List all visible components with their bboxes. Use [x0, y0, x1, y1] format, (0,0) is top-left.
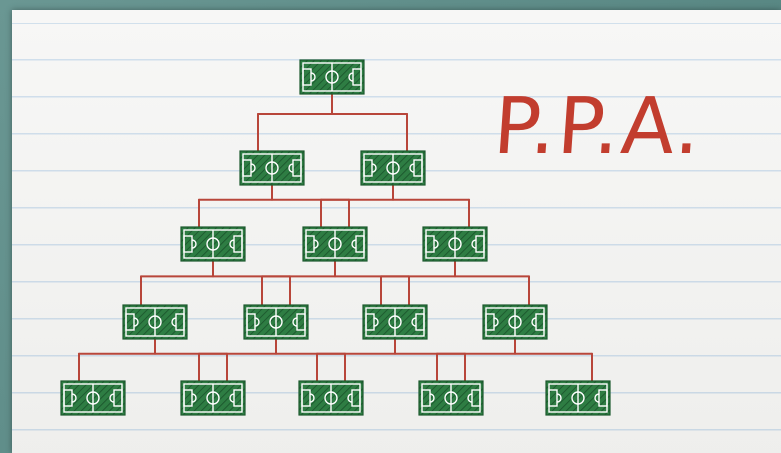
connector-4-1 [79, 339, 227, 381]
pitch-node-level-1-1 [300, 60, 364, 94]
pitch-node-level-5-3 [299, 381, 363, 415]
pitch-node-level-2-2 [361, 151, 425, 185]
connector-3-3 [381, 261, 529, 305]
connector-4-3 [317, 339, 465, 381]
connector-4-4 [437, 339, 592, 381]
pitch-node-level-3-2 [303, 227, 367, 261]
pitch-node-level-5-2 [181, 381, 245, 415]
pitch-node-level-5-1 [61, 381, 125, 415]
page-title: P.P.A. [491, 88, 705, 166]
connector-4-2 [199, 339, 345, 381]
pitch-node-level-4-3 [363, 305, 427, 339]
pitch-node-level-2-1 [240, 151, 304, 185]
pitch-node-level-4-4 [483, 305, 547, 339]
pitch-node-level-5-5 [546, 381, 610, 415]
pitch-node-level-4-2 [244, 305, 308, 339]
pitch-node-level-3-3 [423, 227, 487, 261]
connector-2-2 [321, 185, 469, 227]
connector-2-1 [199, 185, 349, 227]
connector-3-1 [141, 261, 290, 305]
pitch-node-level-3-1 [181, 227, 245, 261]
connector-3-2 [262, 261, 409, 305]
pitch-node-level-5-4 [419, 381, 483, 415]
connector-1-1 [258, 94, 407, 151]
pitch-node-level-4-1 [123, 305, 187, 339]
